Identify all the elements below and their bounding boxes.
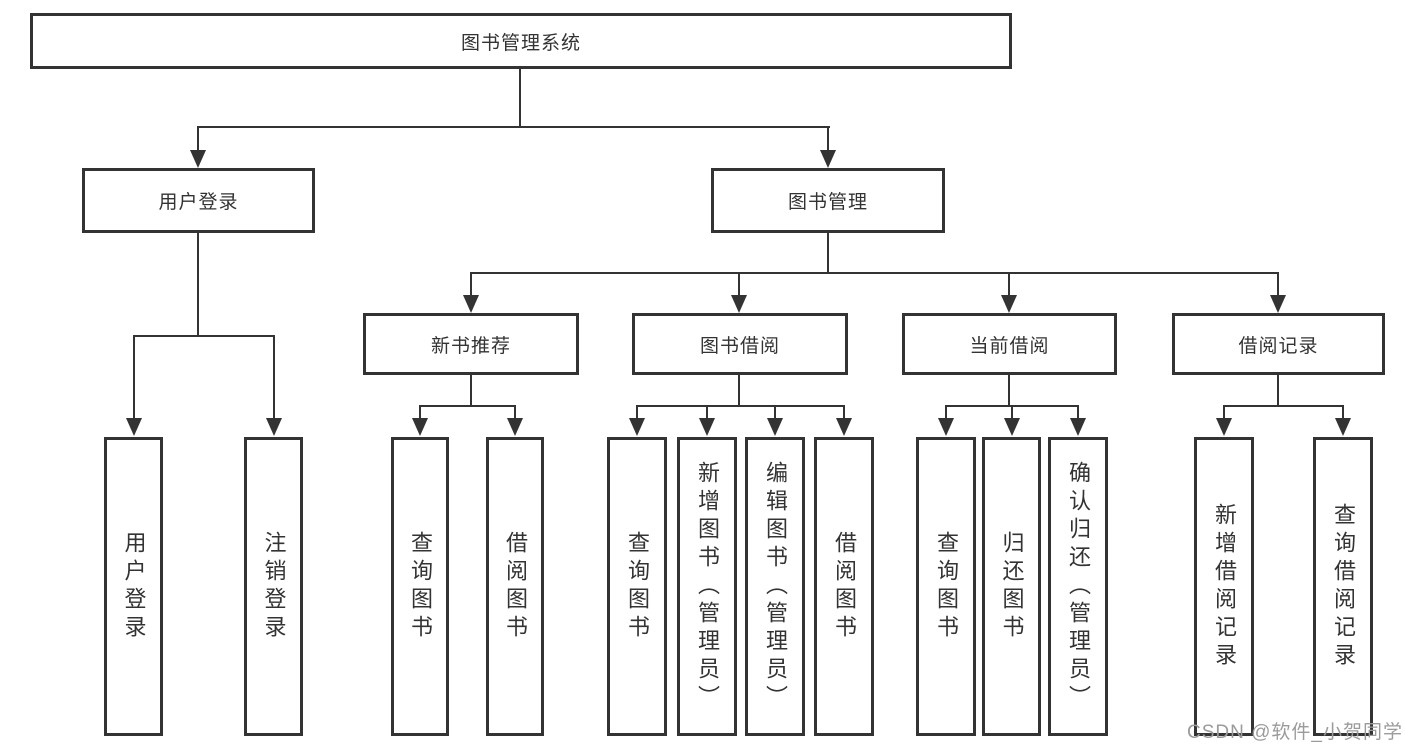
- connector-line: [636, 405, 845, 407]
- connector-line: [1011, 405, 1013, 419]
- connector-line: [1277, 375, 1279, 405]
- leaf-label: 查询图书: [625, 530, 650, 643]
- connector-line: [827, 233, 829, 274]
- leaf-add-books-admin: 新增图书（管理员）: [677, 437, 737, 736]
- leaf-query-books: 查询图书: [607, 437, 667, 736]
- arrow-down-icon: [507, 418, 523, 436]
- connector-line: [945, 405, 947, 419]
- connector-line: [827, 126, 829, 158]
- connector-line: [1008, 272, 1010, 297]
- leaf-label: 新增图书（管理员）: [695, 460, 720, 713]
- connector-line: [1223, 405, 1225, 419]
- connector-line: [1223, 405, 1344, 407]
- node-borrow-records: 借阅记录: [1172, 313, 1385, 375]
- connector-line: [1277, 272, 1279, 297]
- leaf-label: 查询图书: [934, 530, 959, 643]
- leaf-edit-books-admin: 编辑图书（管理员）: [745, 437, 805, 736]
- arrow-down-icon: [1070, 418, 1086, 436]
- arrow-down-icon: [629, 418, 645, 436]
- arrow-down-icon: [820, 150, 836, 168]
- arrow-down-icon: [1335, 418, 1351, 436]
- connector-line: [738, 375, 740, 405]
- arrow-down-icon: [1216, 418, 1232, 436]
- leaf-confirm-return-admin: 确认归还（管理员）: [1048, 437, 1108, 736]
- node-new-book-recommend: 新书推荐: [363, 313, 579, 375]
- connector-line: [133, 335, 275, 337]
- leaf-label: 用户登录: [121, 530, 147, 643]
- leaf-logout: 注销登录: [244, 437, 303, 736]
- arrow-down-icon: [1270, 295, 1286, 313]
- connector-line: [738, 272, 740, 297]
- node-book-borrowing: 图书借阅: [632, 313, 848, 375]
- leaf-borrow-books: 借阅图书: [814, 437, 874, 736]
- connector-line: [273, 335, 275, 419]
- arrow-down-icon: [1001, 295, 1017, 313]
- connector-line: [197, 126, 199, 158]
- arrow-down-icon: [126, 418, 142, 436]
- arrow-down-icon: [731, 295, 747, 313]
- arrow-down-icon: [938, 418, 954, 436]
- arrow-down-icon: [1004, 418, 1020, 436]
- arrow-down-icon: [190, 150, 206, 168]
- arrow-down-icon: [767, 418, 783, 436]
- connector-line: [470, 272, 1279, 274]
- connector-line: [197, 233, 199, 335]
- arrow-down-icon: [836, 418, 852, 436]
- connector-line: [470, 375, 472, 405]
- leaf-label: 确认归还（管理员）: [1066, 460, 1091, 713]
- leaf-borrow-books: 借阅图书: [486, 437, 544, 736]
- leaf-label: 编辑图书（管理员）: [763, 460, 788, 713]
- arrow-down-icon: [699, 418, 715, 436]
- node-user-login: 用户登录: [82, 168, 315, 233]
- leaf-query-borrow-record: 查询借阅记录: [1313, 437, 1373, 736]
- connector-line: [1342, 405, 1344, 419]
- leaf-label: 借阅图书: [832, 530, 857, 643]
- connector-line: [706, 405, 708, 419]
- leaf-user-login: 用户登录: [104, 437, 163, 736]
- leaf-return-books: 归还图书: [982, 437, 1041, 736]
- leaf-label: 查询借阅记录: [1331, 502, 1356, 671]
- node-current-borrowing: 当前借阅: [902, 313, 1117, 375]
- node-book-management: 图书管理: [711, 168, 945, 233]
- node-root-library-system: 图书管理系统: [30, 13, 1012, 69]
- connector-line: [774, 405, 776, 419]
- leaf-label: 注销登录: [261, 530, 287, 643]
- leaf-query-books: 查询图书: [916, 437, 976, 736]
- connector-line: [133, 335, 135, 419]
- arrow-down-icon: [266, 418, 282, 436]
- connector-line: [843, 405, 845, 419]
- leaf-label: 查询图书: [408, 530, 433, 643]
- watermark: CSDN @软件_小贺同学: [1187, 722, 1403, 743]
- arrow-down-icon: [412, 418, 428, 436]
- connector-line: [419, 405, 516, 407]
- leaf-query-books: 查询图书: [391, 437, 449, 736]
- arrow-down-icon: [463, 295, 479, 313]
- connector-line: [636, 405, 638, 419]
- connector-line: [519, 69, 521, 127]
- leaf-add-borrow-record: 新增借阅记录: [1194, 437, 1254, 736]
- connector-line: [470, 272, 472, 297]
- connector-line: [419, 405, 421, 419]
- leaf-label: 归还图书: [999, 530, 1025, 643]
- connector-line: [514, 405, 516, 419]
- leaf-label: 新增借阅记录: [1212, 502, 1237, 671]
- connector-line: [197, 126, 830, 128]
- connector-line: [1008, 375, 1010, 405]
- leaf-label: 借阅图书: [503, 530, 528, 643]
- connector-line: [1077, 405, 1079, 419]
